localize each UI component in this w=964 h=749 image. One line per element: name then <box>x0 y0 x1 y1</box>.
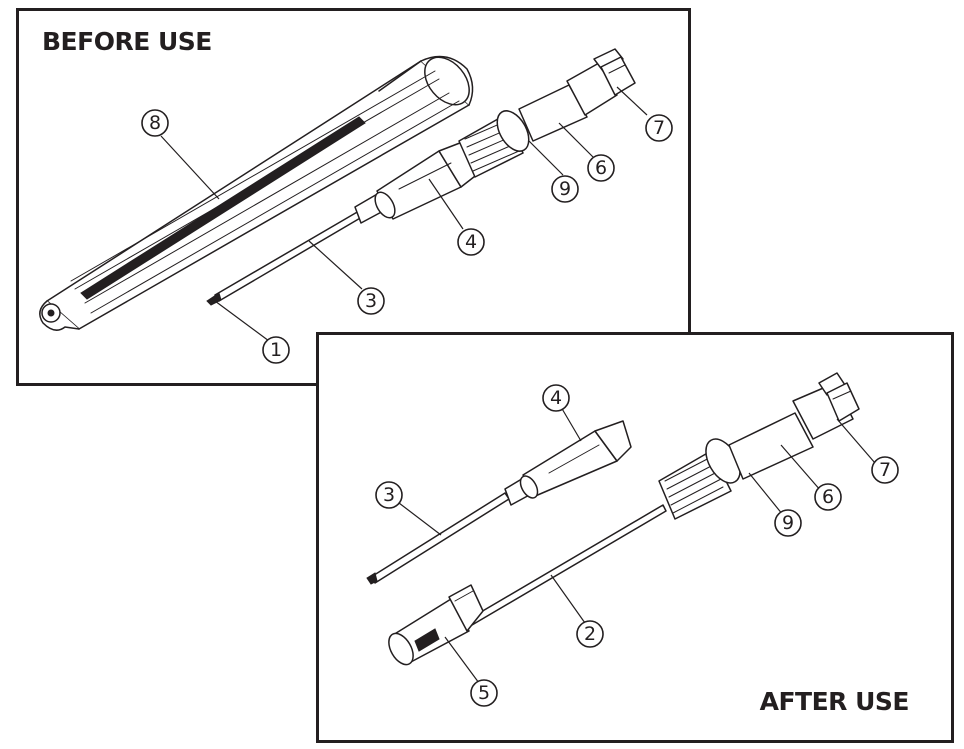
leader-9 <box>528 140 564 176</box>
protective-cap <box>39 55 474 331</box>
callout-7-after: 7 <box>871 456 899 484</box>
callout-4-after: 4 <box>542 384 570 412</box>
callout-4: 4 <box>457 228 485 256</box>
svg-text:9: 9 <box>782 512 794 534</box>
separated-hub <box>366 420 632 585</box>
callout-1: 1 <box>262 336 290 364</box>
leader-5-after <box>444 636 480 684</box>
needle-guard <box>388 584 484 666</box>
svg-text:7: 7 <box>879 459 891 481</box>
leader-3 <box>308 240 363 290</box>
stylet-wire <box>468 504 667 626</box>
leader-1 <box>214 300 270 342</box>
svg-text:7: 7 <box>653 117 665 139</box>
stylet-assembly <box>658 372 860 520</box>
svg-text:6: 6 <box>595 157 607 179</box>
callout-6-after: 6 <box>814 483 842 511</box>
svg-text:1: 1 <box>270 339 282 361</box>
callout-8: 8 <box>141 109 169 137</box>
leader-4 <box>428 178 464 230</box>
svg-text:5: 5 <box>478 682 490 704</box>
after-use-panel: 4 3 7 6 9 2 5 AFTER USE <box>316 332 954 743</box>
after-use-drawing: 4 3 7 6 9 2 5 <box>366 372 899 707</box>
before-use-title: BEFORE USE <box>42 27 212 56</box>
callout-3-after: 3 <box>375 481 403 509</box>
leader-2-after <box>550 574 586 624</box>
svg-text:8: 8 <box>149 112 161 134</box>
svg-text:4: 4 <box>550 387 562 409</box>
leader-9-after <box>748 472 784 516</box>
svg-text:2: 2 <box>584 623 596 645</box>
stylet-body <box>518 48 636 142</box>
callout-3: 3 <box>357 287 385 315</box>
grip-fins <box>458 110 530 178</box>
callout-2-after: 2 <box>576 620 604 648</box>
callout-6: 6 <box>587 154 615 182</box>
leader-6-after <box>780 444 822 492</box>
callout-5-after: 5 <box>470 679 498 707</box>
before-use-drawing: 8 7 6 9 4 3 1 <box>39 48 673 364</box>
leader-4-after <box>560 406 582 442</box>
after-use-title: AFTER USE <box>759 687 910 716</box>
leader-8 <box>160 135 220 200</box>
svg-text:4: 4 <box>465 231 477 253</box>
leader-7 <box>616 86 648 116</box>
leader-3-after <box>398 502 442 536</box>
leader-7-after <box>836 418 876 464</box>
svg-text:9: 9 <box>559 178 571 200</box>
svg-text:3: 3 <box>383 484 395 506</box>
callout-9: 9 <box>551 175 579 203</box>
before-use-panel: BEFORE USE <box>16 8 691 386</box>
svg-text:3: 3 <box>365 290 377 312</box>
leader-6 <box>558 122 596 160</box>
callout-7: 7 <box>645 114 673 142</box>
svg-text:6: 6 <box>822 486 834 508</box>
callout-9-after: 9 <box>774 509 802 537</box>
